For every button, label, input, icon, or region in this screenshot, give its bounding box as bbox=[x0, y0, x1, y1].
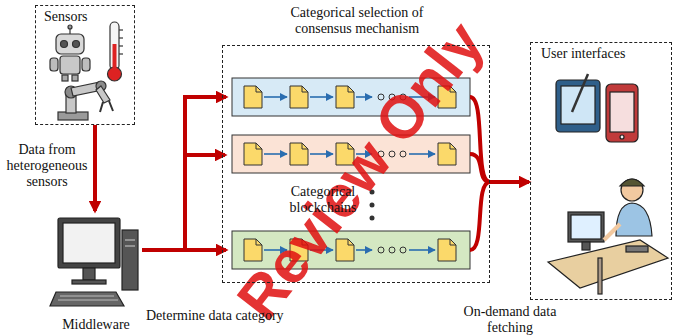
robot-arm-icon bbox=[58, 81, 113, 120]
tablet-icon bbox=[556, 74, 600, 132]
middleware-node: Middleware bbox=[50, 212, 142, 334]
data-flow-arrow bbox=[93, 125, 97, 211]
consensus-group: Categorical selection of consensus mecha… bbox=[222, 45, 490, 283]
thermometer-icon bbox=[108, 22, 124, 81]
data-flow-arrow bbox=[490, 180, 529, 184]
phone-icon bbox=[606, 84, 638, 142]
node-text: Middleware bbox=[50, 317, 142, 333]
computer-icon bbox=[50, 218, 138, 306]
node-text: Sensors bbox=[44, 9, 128, 25]
group-label: Categorical blockchains bbox=[282, 184, 364, 216]
sensor-group: Sensors bbox=[35, 5, 135, 125]
user-interface-group: User interfaces bbox=[530, 42, 672, 300]
node-text: Categorical selection of consensus mecha… bbox=[267, 5, 447, 37]
edge-label: On-demand data fetching bbox=[450, 304, 570, 336]
robot-icon bbox=[50, 25, 90, 81]
node-text: User interfaces bbox=[541, 46, 663, 62]
desk-user-icon bbox=[548, 179, 668, 294]
edge-label: Data from heterogeneous sensors bbox=[4, 142, 90, 190]
data-flow-arrow bbox=[142, 155, 225, 250]
edge-label: Determine data category bbox=[146, 308, 306, 324]
